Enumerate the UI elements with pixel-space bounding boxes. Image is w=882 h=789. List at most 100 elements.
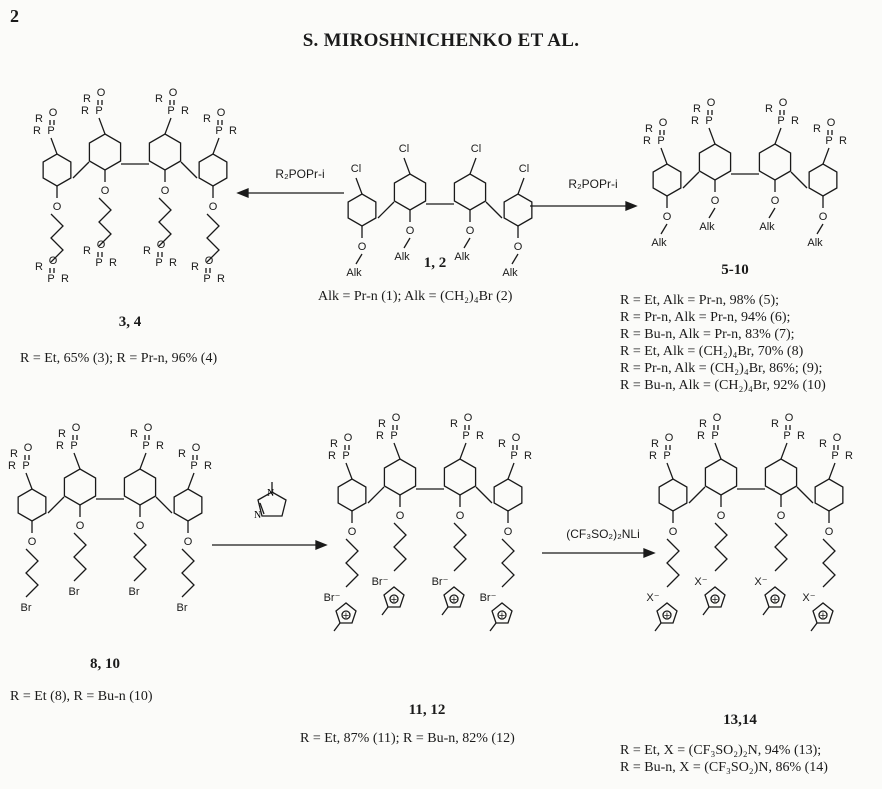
alkyl-chain bbox=[393, 522, 407, 572]
alkyl-chain bbox=[158, 197, 172, 247]
bond-line bbox=[381, 606, 389, 616]
benzene-ring bbox=[658, 478, 688, 512]
bond-line bbox=[511, 253, 519, 265]
bond-line bbox=[702, 606, 710, 616]
bond-line bbox=[187, 472, 195, 490]
oxygen-label: O bbox=[777, 510, 786, 522]
oxygen-label: O bbox=[669, 526, 678, 538]
oxygen-label: O bbox=[205, 255, 214, 267]
alkyl-chain bbox=[50, 213, 64, 263]
compound-number-3-4: 3, 4 bbox=[118, 314, 142, 330]
bond-line bbox=[377, 201, 395, 219]
bond-line bbox=[403, 157, 411, 175]
phosphorus-label: P bbox=[825, 135, 832, 147]
benzene-ring bbox=[198, 153, 228, 187]
bond-line bbox=[367, 486, 385, 504]
phosphorus-label: P bbox=[510, 450, 517, 462]
bond-line bbox=[828, 462, 836, 480]
alkyl-chain bbox=[666, 538, 680, 588]
oxygen-label: O bbox=[711, 195, 720, 207]
bond-line bbox=[768, 207, 776, 219]
imidazolium-ring bbox=[383, 586, 405, 608]
charge-circle bbox=[341, 610, 351, 620]
phosphorus-label: P bbox=[95, 257, 102, 269]
oxygen-label: O bbox=[833, 432, 842, 444]
caption-line: R = Et, Alk = (CH₂)₄Br, 70% (8) bbox=[620, 344, 804, 359]
bond-line bbox=[666, 462, 674, 480]
oxygen-label: O bbox=[713, 412, 722, 424]
oxygen-label: O bbox=[396, 510, 405, 522]
bond-line bbox=[25, 472, 33, 490]
alkyl-label: Alk bbox=[454, 251, 470, 263]
r-group-label: R bbox=[130, 428, 138, 440]
bond-line bbox=[714, 442, 722, 460]
bond-line bbox=[333, 622, 341, 632]
imidazolium-ring bbox=[704, 586, 726, 608]
oxygen-label: O bbox=[504, 526, 513, 538]
oxygen-label: O bbox=[819, 211, 828, 223]
alkyl-chain bbox=[25, 548, 39, 598]
caption-13-14: R = Et, X = (CF₃SO₂)₂N, 94% (13); R = Bu… bbox=[620, 742, 828, 776]
arrow-to-11-12 bbox=[212, 540, 328, 550]
phosphorus-label: P bbox=[190, 460, 197, 472]
r-group-label: R bbox=[771, 418, 779, 430]
benzene-ring bbox=[347, 193, 377, 227]
oxygen-label: O bbox=[209, 201, 218, 213]
positive-charge: + bbox=[664, 610, 670, 622]
oxygen-label: O bbox=[169, 87, 178, 99]
oxygen-label: O bbox=[717, 510, 726, 522]
oxygen-label: O bbox=[144, 422, 153, 434]
bond-line bbox=[441, 606, 449, 616]
compound-number-13-14: 13,14 bbox=[723, 712, 757, 728]
compound-number-8-10: 8, 10 bbox=[90, 656, 120, 672]
r-group-label: R bbox=[229, 125, 237, 137]
benzene-ring bbox=[493, 478, 523, 512]
caption-3-4: R = Et, 65% (3); R = Pr-n, 96% (4) bbox=[20, 351, 218, 366]
benzene-ring bbox=[383, 458, 417, 496]
phosphorus-label: P bbox=[22, 460, 29, 472]
caption-line: R = Et, Alk = Pr-n, 98% (5); bbox=[620, 293, 780, 308]
positive-charge: + bbox=[391, 594, 397, 606]
imidazolium-ring bbox=[443, 586, 465, 608]
bond-line bbox=[796, 486, 814, 504]
imidazolium-ring bbox=[335, 602, 357, 624]
r-group-label: R bbox=[143, 245, 151, 257]
phosphorus-label: P bbox=[783, 430, 790, 442]
oxygen-label: O bbox=[466, 225, 475, 237]
positive-charge: + bbox=[772, 594, 778, 606]
r-group-label: R bbox=[797, 430, 805, 442]
r-group-label: R bbox=[330, 438, 338, 450]
oxygen-label: O bbox=[707, 97, 716, 109]
bond-line bbox=[790, 171, 808, 189]
oxygen-label: O bbox=[659, 117, 668, 129]
caption-line: R = Bu-n, X = (CF₃SO₂)N, 86% (14) bbox=[620, 760, 828, 775]
bond-line bbox=[708, 127, 716, 145]
alkyl-chain bbox=[73, 532, 87, 582]
positive-charge: + bbox=[451, 594, 457, 606]
benzene-ring bbox=[453, 173, 487, 211]
r-group-label: R bbox=[524, 450, 532, 462]
bond-line bbox=[822, 147, 830, 165]
bond-line bbox=[393, 442, 401, 460]
r-group-label: R bbox=[33, 125, 41, 137]
r-group-label: R bbox=[378, 418, 386, 430]
bond-line bbox=[507, 462, 515, 480]
oxygen-label: O bbox=[101, 185, 110, 197]
reagent-litfsi: (CF₃SO₂)₂NLi bbox=[566, 527, 640, 541]
bond-line bbox=[47, 496, 65, 514]
counter-anion-label: Br⁻ bbox=[372, 576, 389, 588]
benzene-ring bbox=[814, 478, 844, 512]
r-group-label: R bbox=[35, 113, 43, 125]
benzene-ring bbox=[698, 143, 732, 181]
alkyl-label: Alk bbox=[759, 221, 775, 233]
r-group-label: R bbox=[498, 438, 506, 450]
bond-line bbox=[654, 622, 662, 632]
counter-anion-label: Br⁻ bbox=[432, 576, 449, 588]
bond-line bbox=[463, 237, 471, 249]
oxygen-label: O bbox=[456, 510, 465, 522]
bond-line bbox=[708, 207, 716, 219]
